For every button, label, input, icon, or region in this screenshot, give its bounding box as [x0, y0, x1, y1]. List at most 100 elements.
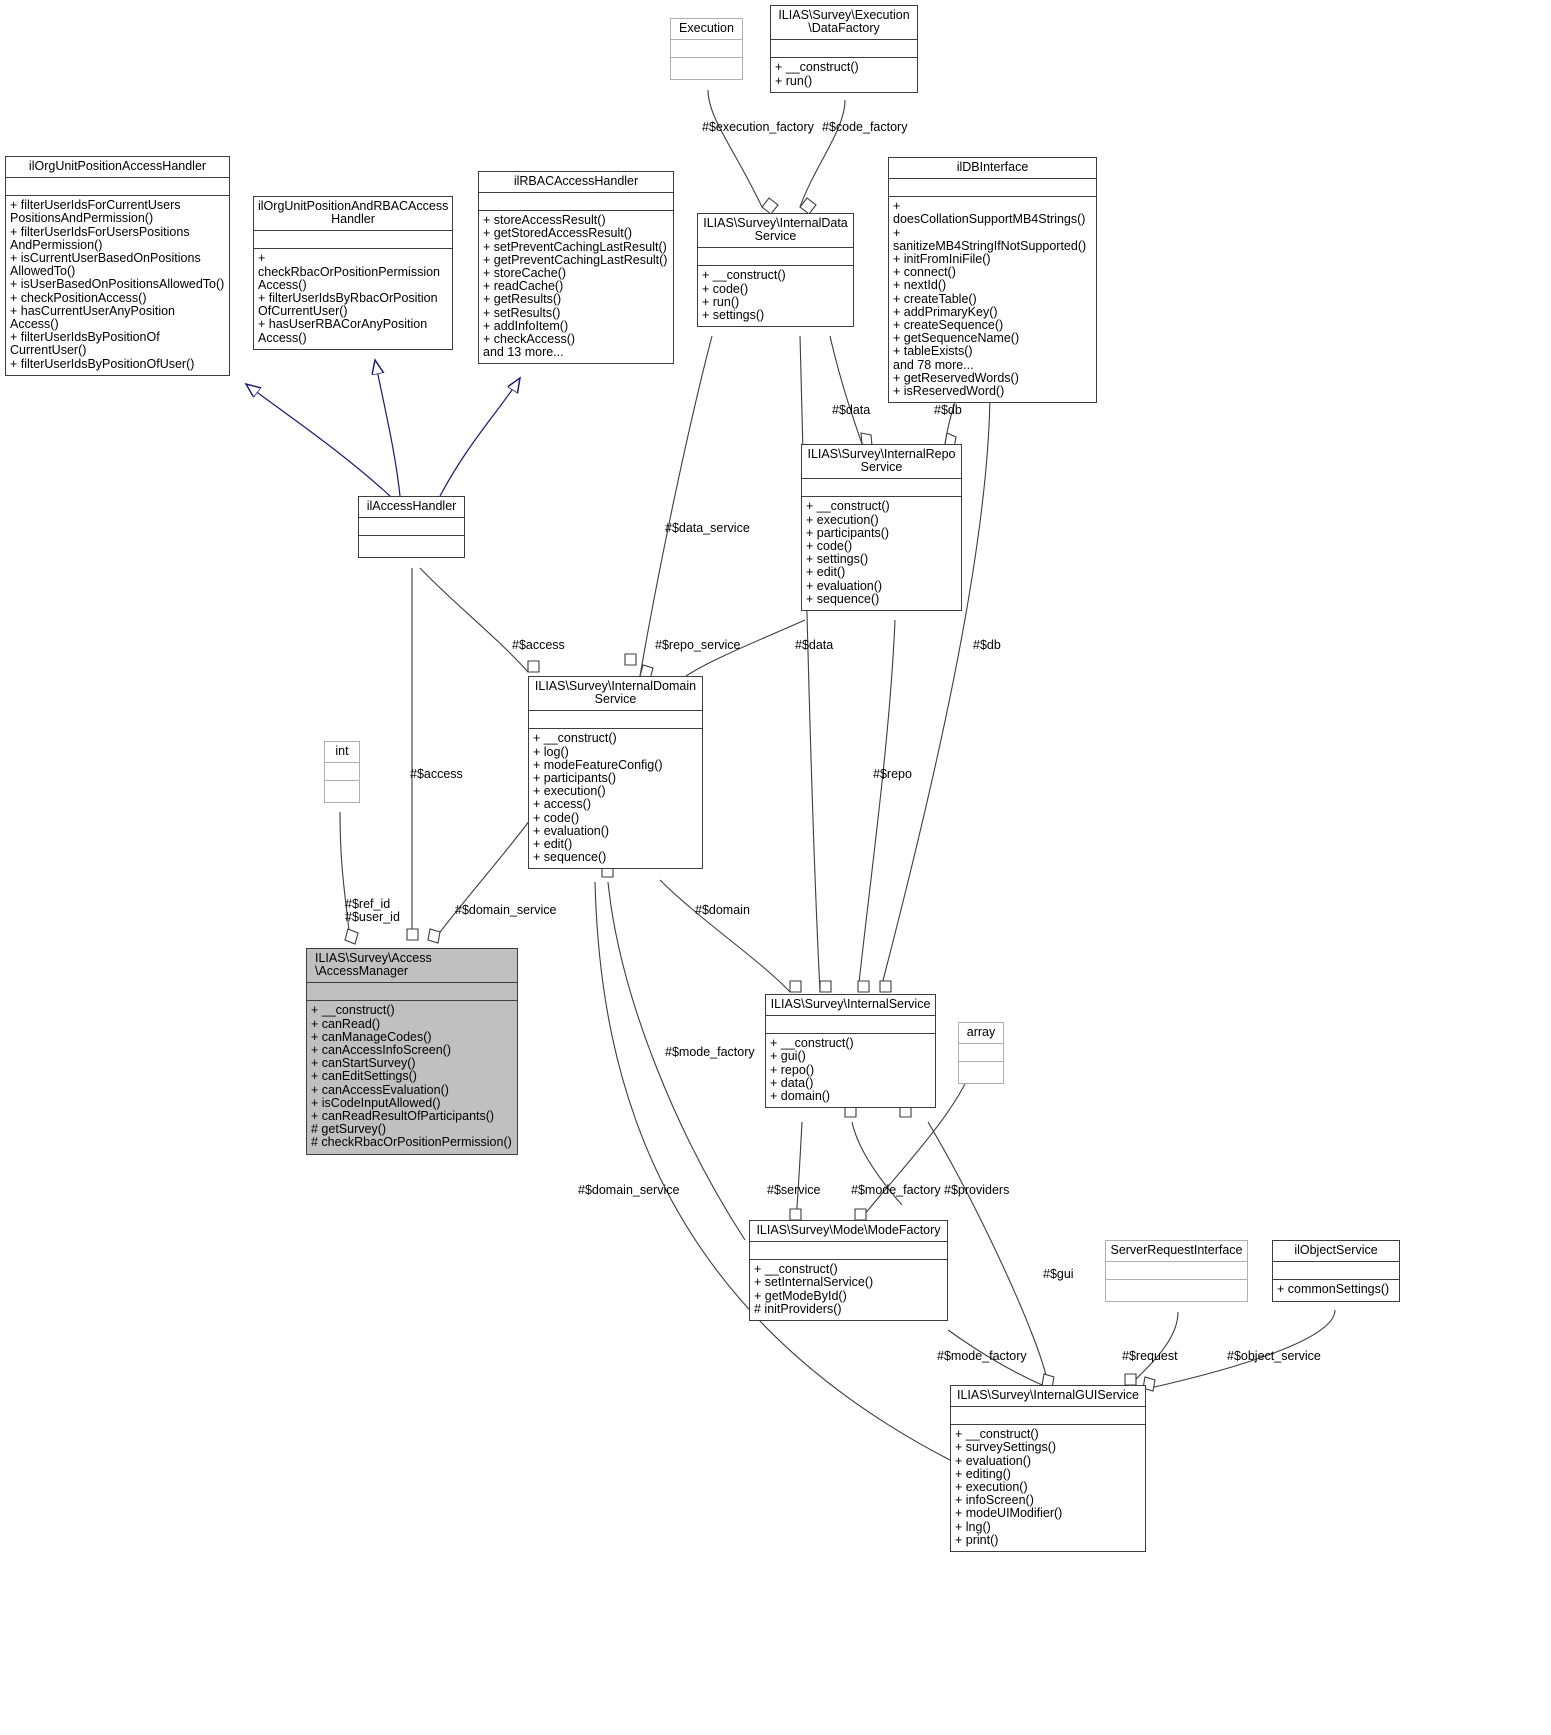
class-operations-text: + __construct() + run()	[775, 60, 859, 88]
class-attributes	[1273, 1262, 1399, 1281]
edge-label-domain-service: #$domain_service	[455, 903, 557, 917]
class-operations-text: + __construct() + gui() + repo() + data(…	[770, 1036, 854, 1104]
class-title: ILIAS\Survey\InternalDomain Service	[529, 677, 702, 712]
class-operations: + __construct() + canRead() + canManageC…	[307, 1001, 517, 1154]
class-operations: + __construct() + code() + run() + setti…	[698, 266, 853, 326]
class-attributes	[325, 763, 359, 782]
edge-label-mode-factory-3: #$mode_factory	[937, 1349, 1027, 1363]
class-node-execution[interactable]: Execution	[670, 18, 743, 81]
edge-label-db: #$db	[934, 403, 962, 417]
class-title: ilOrgUnitPositionAndRBACAccess Handler	[254, 197, 452, 232]
class-title: ILIAS\Survey\InternalRepo Service	[802, 445, 961, 480]
class-operations-text: + commonSettings()	[1277, 1282, 1390, 1297]
class-operations-text: + __construct() + execution() + particip…	[806, 499, 890, 606]
class-operations: + __construct() + gui() + repo() + data(…	[766, 1034, 935, 1107]
class-title: int	[325, 742, 359, 764]
class-operations-text: + __construct() + log() + modeFeatureCon…	[533, 731, 663, 865]
class-attributes	[750, 1242, 947, 1261]
class-attributes	[359, 518, 464, 537]
class-title: ILIAS\Survey\Execution \DataFactory	[771, 6, 917, 41]
class-node-array[interactable]: array	[958, 1022, 1004, 1085]
class-node-internaldataservice[interactable]: ILIAS\Survey\InternalData Service + __co…	[697, 213, 854, 328]
class-operations-text: + storeAccessResult() + getStoredAccessR…	[483, 213, 668, 360]
class-attributes	[254, 231, 452, 250]
edge-label-ref-user-id: #$ref_id #$user_id	[345, 897, 400, 925]
class-operations-text: + checkRbacOrPositionPermission Access()…	[258, 251, 441, 345]
class-title: ILIAS\Survey\Mode\ModeFactory	[750, 1221, 947, 1243]
class-operations-text: + filterUserIdsForCurrentUsers Positions…	[10, 198, 225, 371]
class-operations	[959, 1062, 1003, 1083]
class-node-ildbinterface[interactable]: ilDBInterface + doesCollationSupportMB4S…	[888, 157, 1097, 404]
class-node-accessmanager[interactable]: ILIAS\Survey\Access \AccessManager + __c…	[306, 948, 518, 1155]
edge-label-access: #$access	[512, 638, 565, 652]
edge-label-access-2: #$access	[410, 767, 463, 781]
class-attributes	[479, 193, 673, 212]
class-title: ServerRequestInterface	[1106, 1241, 1247, 1263]
edge-label-domain-service-2: #$domain_service	[578, 1183, 680, 1197]
class-operations	[671, 58, 742, 79]
class-operations-text: + __construct() + code() + run() + setti…	[702, 268, 786, 323]
class-title: ilOrgUnitPositionAccessHandler	[6, 157, 229, 179]
class-attributes	[771, 40, 917, 59]
class-title: ilDBInterface	[889, 158, 1096, 180]
class-operations-text: + doesCollationSupportMB4Strings() + san…	[893, 199, 1087, 399]
class-operations: + doesCollationSupportMB4Strings() + san…	[889, 197, 1096, 402]
class-operations: + __construct() + log() + modeFeatureCon…	[529, 729, 702, 868]
class-node-int[interactable]: int	[324, 741, 360, 804]
class-title: ILIAS\Survey\InternalService	[766, 995, 935, 1017]
class-operations-text: + __construct() + canRead() + canManageC…	[311, 1003, 512, 1150]
class-operations	[325, 781, 359, 802]
class-node-modefactory[interactable]: ILIAS\Survey\Mode\ModeFactory + __constr…	[749, 1220, 948, 1322]
edge-label-mode-factory-2: #$mode_factory	[851, 1183, 941, 1197]
class-operations: + __construct() + surveySettings() + eva…	[951, 1425, 1145, 1551]
class-attributes	[529, 711, 702, 730]
class-attributes	[698, 248, 853, 267]
class-attributes	[802, 479, 961, 498]
class-title: ILIAS\Survey\InternalGUIService	[951, 1386, 1145, 1408]
edge-label-providers: #$providers	[944, 1183, 1010, 1197]
edge-label-gui: #$gui	[1043, 1267, 1074, 1281]
class-attributes	[766, 1016, 935, 1035]
class-attributes	[6, 178, 229, 197]
class-title: Execution	[671, 19, 742, 41]
class-operations-text: + __construct() + surveySettings() + eva…	[955, 1427, 1063, 1547]
class-operations	[1106, 1280, 1247, 1301]
class-node-ilobjectservice[interactable]: ilObjectService + commonSettings()	[1272, 1240, 1400, 1303]
edge-label-object-service: #$object_service	[1227, 1349, 1321, 1363]
class-node-ilaccesshandler[interactable]: ilAccessHandler	[358, 496, 465, 559]
class-attributes	[307, 983, 517, 1002]
class-attributes	[1106, 1262, 1247, 1281]
class-title: ilRBACAccessHandler	[479, 172, 673, 194]
edge-label-data-service: #$data_service	[665, 521, 750, 535]
class-node-ilrbacaccesshandler[interactable]: ilRBACAccessHandler + storeAccessResult(…	[478, 171, 674, 365]
class-node-internalreposervice[interactable]: ILIAS\Survey\InternalRepo Service + __co…	[801, 444, 962, 612]
edge-label-repo-service: #$repo_service	[655, 638, 741, 652]
class-operations: + __construct() + run()	[771, 58, 917, 91]
class-operations: + __construct() + setInternalService() +…	[750, 1260, 947, 1320]
class-operations	[359, 536, 464, 557]
edge-label-data-2: #$data	[795, 638, 834, 652]
edge-label-request: #$request	[1122, 1349, 1178, 1363]
edge-label-code-factory: #$code_factory	[822, 120, 908, 134]
class-node-internalguiservice[interactable]: ILIAS\Survey\InternalGUIService + __cons…	[950, 1385, 1146, 1553]
class-node-internalservice[interactable]: ILIAS\Survey\InternalService + __constru…	[765, 994, 936, 1109]
class-operations: + commonSettings()	[1273, 1280, 1399, 1301]
class-node-serverrequestinterface[interactable]: ServerRequestInterface	[1105, 1240, 1248, 1303]
class-operations: + checkRbacOrPositionPermission Access()…	[254, 249, 452, 348]
class-title: ilObjectService	[1273, 1241, 1399, 1263]
class-operations-text: + __construct() + setInternalService() +…	[754, 1262, 874, 1316]
class-operations: + __construct() + execution() + particip…	[802, 497, 961, 610]
class-node-internaldomainservice[interactable]: ILIAS\Survey\InternalDomain Service + __…	[528, 676, 703, 870]
class-title: array	[959, 1023, 1003, 1045]
edge-label-mode-factory: #$mode_factory	[665, 1045, 755, 1059]
class-title: ilAccessHandler	[359, 497, 464, 519]
edge-label-db-2: #$db	[973, 638, 1001, 652]
edge-label-service: #$service	[767, 1183, 821, 1197]
class-attributes	[959, 1044, 1003, 1063]
class-title: ILIAS\Survey\InternalData Service	[698, 214, 853, 249]
edge-label-data: #$data	[832, 403, 871, 417]
class-node-ilorgunitpositionaccesshandler[interactable]: ilOrgUnitPositionAccessHandler + filterU…	[5, 156, 230, 376]
class-node-ilorgunitpositionandrbacaccesshandler[interactable]: ilOrgUnitPositionAndRBACAccess Handler +…	[253, 196, 453, 350]
class-node-execution-datafactory[interactable]: ILIAS\Survey\Execution \DataFactory + __…	[770, 5, 918, 93]
class-attributes	[889, 179, 1096, 198]
